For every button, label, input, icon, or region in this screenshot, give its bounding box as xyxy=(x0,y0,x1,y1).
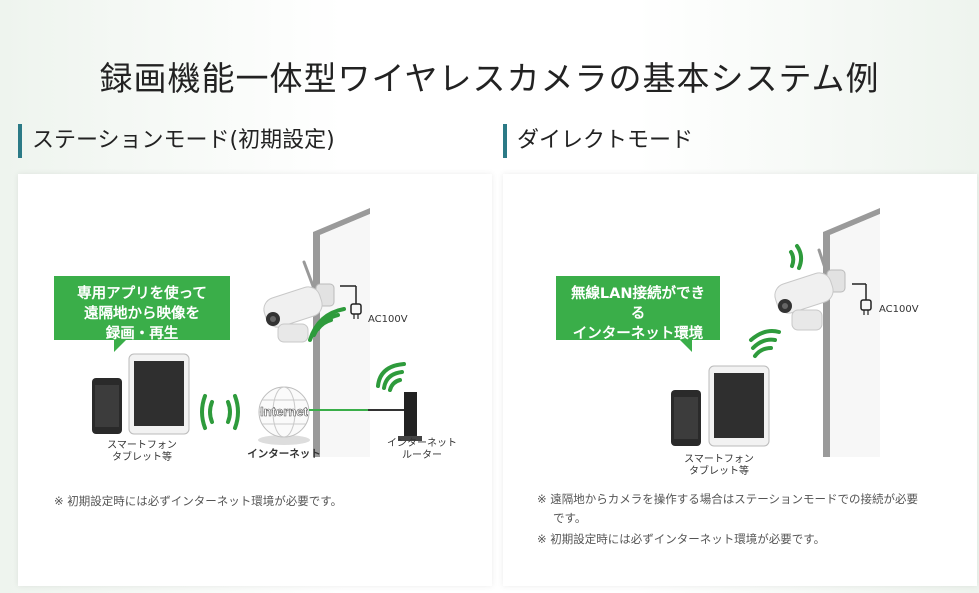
direct-note-1: ※ 遠隔地からカメラを操作する場合はステーションモードでの接続が必要 です。 xyxy=(537,492,919,525)
direct-mode-panel: 無線LAN接続ができる インターネット環境が なくても利用可能! スマートフォン… xyxy=(503,174,977,586)
camera-icon xyxy=(263,260,335,343)
internet-label: インターネット xyxy=(247,448,321,460)
tablet-icon xyxy=(128,353,190,435)
device-wifi-icon xyxy=(200,394,240,430)
callout-line: 専用アプリを使って xyxy=(77,286,207,302)
callout-line: なくても利用可能! xyxy=(577,366,699,382)
internet-globe-text: Internet xyxy=(260,404,308,419)
camera-wifi-icon xyxy=(308,307,346,342)
callout-line: 録画・再生 xyxy=(105,326,179,342)
direct-diagram xyxy=(671,208,880,457)
power-plug-icon xyxy=(852,283,872,315)
router-label: インターネット ルーター xyxy=(387,438,457,461)
power-label: AC100V xyxy=(368,314,408,325)
station-callout: 専用アプリを使って 遠隔地から映像を 録画・再生 xyxy=(54,276,230,352)
router-wifi-icon xyxy=(376,362,406,392)
smartphone-icon xyxy=(671,390,701,446)
station-note: ※ 初期設定時には必ずインターネット環境が必要です。 xyxy=(54,494,343,508)
camera-wifi-icon xyxy=(789,244,804,270)
power-plug-icon xyxy=(340,285,362,319)
device-label: スマートフォン タブレット等 xyxy=(684,454,754,477)
page-title: 録画機能一体型ワイヤレスカメラの基本システム例 xyxy=(99,59,880,98)
camera-icon xyxy=(774,248,846,331)
direct-note-2: ※ 初期設定時には必ずインターネット環境が必要です。 xyxy=(537,532,826,546)
station-diagram: Internet xyxy=(92,208,422,457)
phone-wifi-icon xyxy=(749,329,781,358)
direct-callout: 無線LAN接続ができる インターネット環境が なくても利用可能! xyxy=(556,276,720,382)
power-label: AC100V xyxy=(879,304,919,315)
station-mode-heading: ステーションモード(初期設定) xyxy=(18,124,335,158)
internet-globe-icon xyxy=(258,386,310,445)
wall-illustration xyxy=(313,208,370,457)
callout-line: 無線LAN接続ができる xyxy=(570,286,706,322)
device-label: スマートフォン タブレット等 xyxy=(107,440,177,463)
smartphone-icon xyxy=(92,378,122,434)
wall-illustration xyxy=(823,208,880,457)
tablet-icon xyxy=(708,365,770,447)
station-mode-panel: Internet 専用アプリを使って 遠隔地から映像を 録画・再生 スマートフォ… xyxy=(18,174,492,586)
direct-mode-heading: ダイレクトモード xyxy=(503,124,693,158)
callout-line: 遠隔地から映像を xyxy=(84,306,200,322)
router-icon xyxy=(398,392,422,441)
callout-line: インターネット環境が xyxy=(572,326,704,362)
